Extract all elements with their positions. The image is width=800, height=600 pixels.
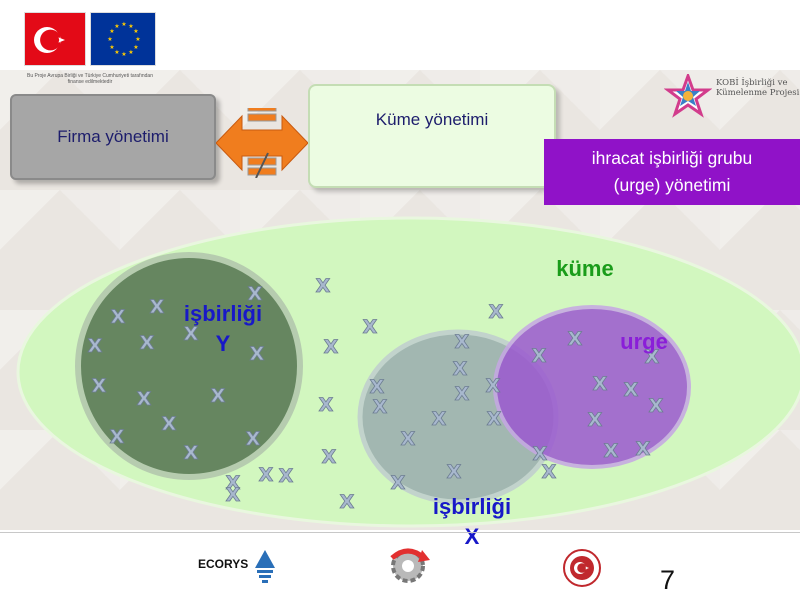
member-x-mark: X xyxy=(370,376,385,398)
svg-text:★: ★ xyxy=(128,23,133,30)
svg-text:★: ★ xyxy=(135,36,140,43)
member-x-mark: X xyxy=(401,428,416,450)
equals-icon xyxy=(247,108,277,122)
member-x-mark: X xyxy=(486,375,501,397)
member-x-mark: X xyxy=(542,461,557,483)
member-x-mark: X xyxy=(111,306,126,328)
member-x-mark: X xyxy=(489,301,504,323)
member-x-mark: X xyxy=(259,464,274,486)
page-number: 7 xyxy=(660,565,676,595)
member-x-mark: X xyxy=(279,465,294,487)
member-x-mark: X xyxy=(140,332,155,354)
member-x-mark: X xyxy=(324,336,339,358)
group-x-label-line2: X xyxy=(464,524,480,549)
member-x-mark: X xyxy=(88,335,103,357)
member-x-mark: X xyxy=(340,491,355,513)
group-y-label-line1: işbirliği xyxy=(183,301,263,326)
ministry-seal-icon xyxy=(563,549,601,587)
member-x-mark: X xyxy=(453,358,468,380)
svg-text:★: ★ xyxy=(133,44,138,51)
member-x-mark: X xyxy=(588,409,603,431)
member-x-mark: X xyxy=(455,331,470,353)
svg-text:★: ★ xyxy=(114,23,119,30)
member-x-mark: X xyxy=(432,408,447,430)
eu-flag-icon: ★★★ ★★★ ★★★ ★★★ xyxy=(90,12,156,66)
svg-text:★: ★ xyxy=(128,49,133,56)
member-x-mark: X xyxy=(532,345,547,367)
urge-box-line1: ihracat işbirliği grubu xyxy=(591,148,753,168)
group-x-label: işbirliği X xyxy=(412,492,532,552)
member-x-mark: X xyxy=(391,472,406,494)
group-y-circle xyxy=(75,252,303,480)
member-x-mark: X xyxy=(624,379,639,401)
svg-text:★: ★ xyxy=(114,49,119,56)
member-x-mark: X xyxy=(455,383,470,405)
group-x-label-line1: işbirliği xyxy=(432,494,512,519)
member-x-mark: X xyxy=(373,396,388,418)
svg-text:★: ★ xyxy=(133,28,138,35)
member-x-mark: X xyxy=(533,443,548,465)
urge-label: urge xyxy=(620,329,668,354)
member-x-mark: X xyxy=(150,296,165,318)
not-equal-icon xyxy=(247,152,277,178)
member-x-mark: X xyxy=(649,395,664,417)
member-x-mark: X xyxy=(184,323,199,345)
svg-text:★: ★ xyxy=(109,28,114,35)
member-x-mark: X xyxy=(568,328,583,350)
group-y-label-line2: Y xyxy=(215,331,231,356)
svg-text:★: ★ xyxy=(121,21,126,28)
member-x-mark: X xyxy=(250,343,265,365)
kume-label: küme xyxy=(556,256,614,281)
svg-text:★: ★ xyxy=(107,36,112,43)
member-x-mark: X xyxy=(322,446,337,468)
member-x-mark: X xyxy=(604,440,619,462)
gear-logo-icon xyxy=(390,548,430,583)
member-x-mark: X xyxy=(137,388,152,410)
group-y-label: işbirliği Y xyxy=(163,299,283,359)
funding-note: Bu Proje Avrupa Birliği ve Türkiye Cumhu… xyxy=(27,73,153,85)
member-x-mark: X xyxy=(246,428,261,450)
member-x-mark: X xyxy=(487,408,502,430)
urge-ellipse xyxy=(493,305,691,469)
footer-divider xyxy=(0,532,800,533)
member-x-mark: X xyxy=(645,346,660,368)
turkish-flag-icon xyxy=(24,12,86,66)
ecorys-logo-icon xyxy=(255,550,275,583)
member-x-mark: X xyxy=(363,316,378,338)
member-x-mark: X xyxy=(211,385,226,407)
member-x-mark: X xyxy=(92,375,107,397)
member-x-mark: X xyxy=(226,484,241,506)
member-x-mark: X xyxy=(636,438,651,460)
urge-yonetimi-box: ihracat işbirliği grubu (urge) yönetimi xyxy=(544,139,800,205)
ecorys-label: ECORYS xyxy=(198,557,249,571)
kobi-star-logo-icon xyxy=(664,74,712,118)
svg-text:★: ★ xyxy=(121,51,126,58)
member-x-mark: X xyxy=(319,394,334,416)
member-x-mark: X xyxy=(184,442,199,464)
member-x-mark: X xyxy=(447,461,462,483)
kume-yonetimi-box: Küme yönetimi xyxy=(308,84,556,188)
project-logo-text: KOBİ İşbirliği ve Kümelenme Projesi xyxy=(716,78,800,98)
member-x-mark: X xyxy=(248,283,263,305)
urge-box-line2: (urge) yönetimi xyxy=(613,175,731,195)
member-x-mark: X xyxy=(110,426,125,448)
svg-text:★: ★ xyxy=(109,44,114,51)
member-x-mark: X xyxy=(593,373,608,395)
double-arrow-icon xyxy=(216,108,308,178)
firma-yonetimi-box: Firma yönetimi xyxy=(10,94,216,180)
member-x-mark: X xyxy=(162,413,177,435)
member-x-mark: X xyxy=(316,275,331,297)
member-x-mark: X xyxy=(226,472,241,494)
